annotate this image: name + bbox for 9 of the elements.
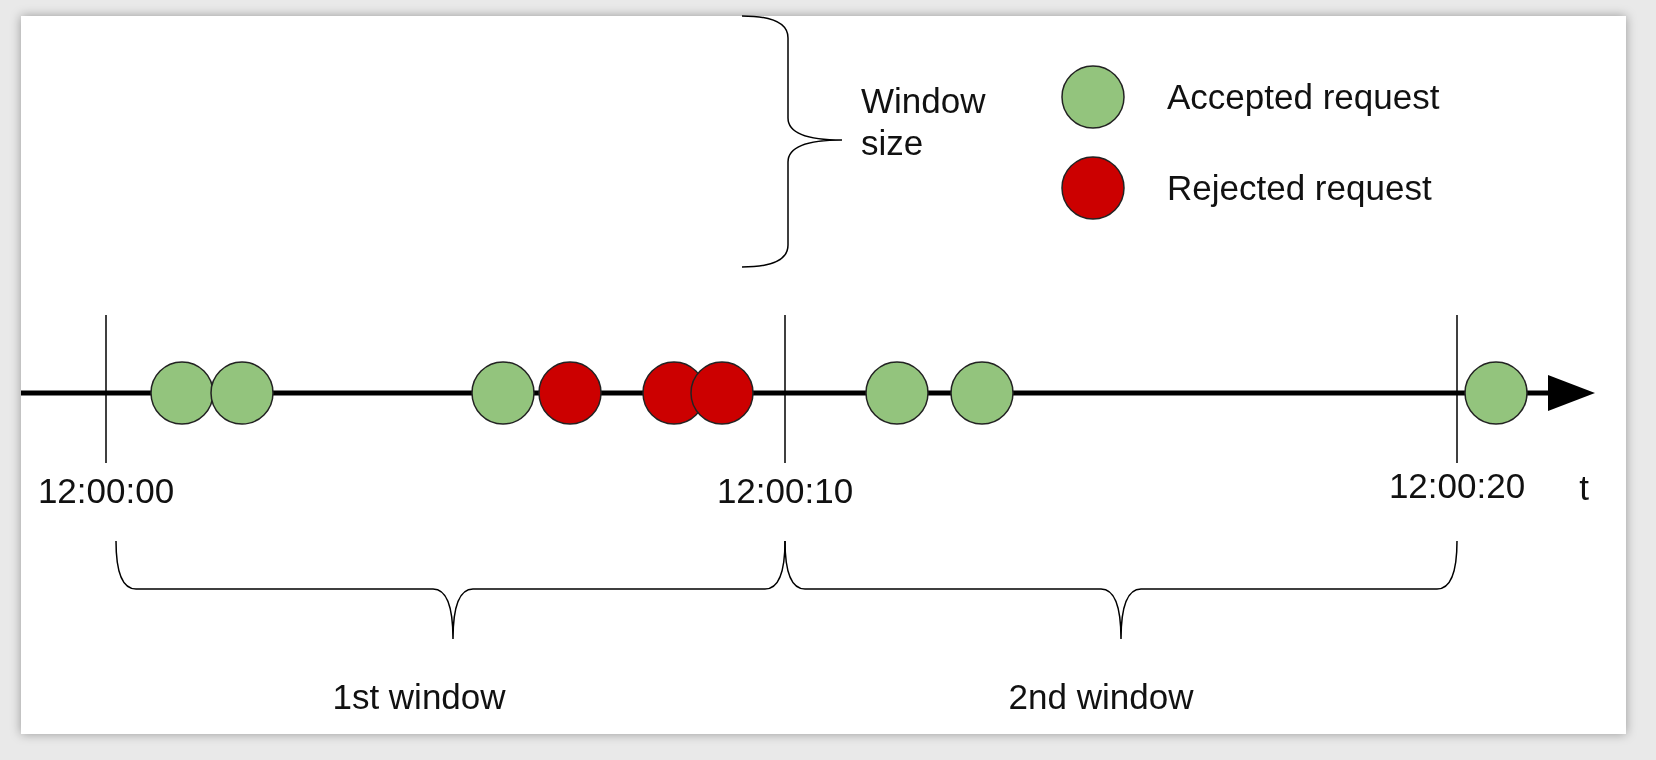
window-label: 1st window xyxy=(332,676,506,718)
time-label: 12:00:10 xyxy=(716,470,854,512)
legend-text: Accepted request xyxy=(1167,76,1440,118)
axis-label: t xyxy=(1579,467,1589,509)
legend-text: Rejected request xyxy=(1167,167,1432,209)
time-label: 12:00:20 xyxy=(1388,465,1526,507)
window-label: 2nd window xyxy=(1008,676,1194,718)
time-label: 12:00:00 xyxy=(37,470,175,512)
annotation-text: Window size xyxy=(861,80,987,164)
